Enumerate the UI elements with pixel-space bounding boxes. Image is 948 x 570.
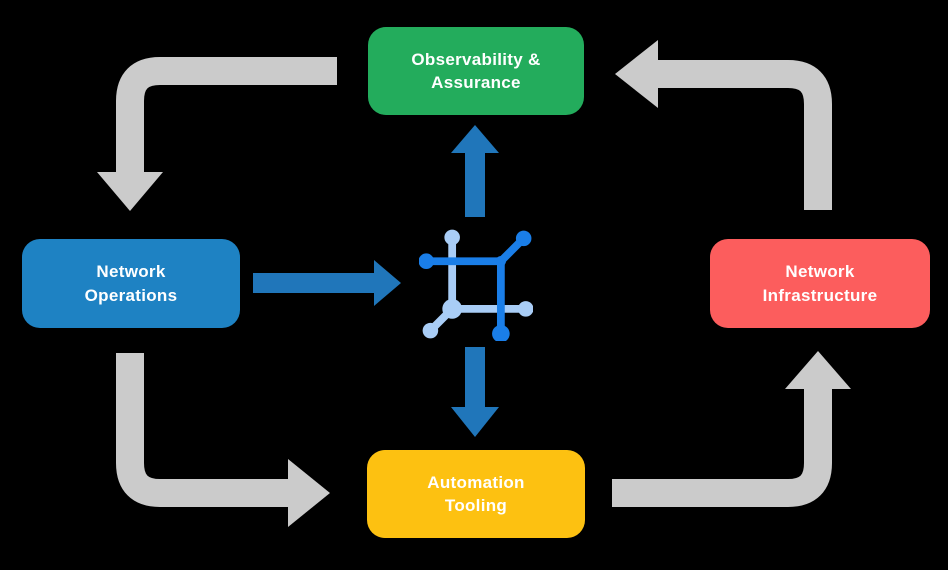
node-label-line: Infrastructure (762, 285, 878, 305)
node-network-operations: Network Operations (22, 239, 240, 328)
node-label-line: Network (96, 262, 166, 282)
arrow-operations-to-icon (253, 260, 401, 306)
node-automation-tooling: Automation Tooling (367, 450, 585, 538)
node-network-infrastructure: Network Infrastructure (710, 239, 930, 328)
node-label-line: Automation (427, 472, 525, 492)
mesh-light-branches (422, 229, 533, 339)
node-label-line: Operations (84, 285, 178, 305)
node-label-line: Observability & (411, 49, 541, 69)
node-label-line: Network (785, 262, 855, 282)
node-label-line: Tooling (444, 496, 508, 515)
mesh-dark-branches (419, 230, 532, 341)
arrow-icon-to-automation (451, 347, 499, 437)
node-label-line: Assurance (431, 73, 521, 92)
arrow-infrastructure-to-observability (615, 40, 832, 210)
arrow-operations-to-automation (116, 353, 330, 527)
arrow-icon-to-observability (451, 125, 499, 217)
node-observability-assurance: Observability & Assurance (368, 27, 584, 115)
arrow-observability-to-operations (97, 57, 337, 211)
network-mesh-icon (419, 229, 533, 341)
arrow-automation-to-infrastructure (612, 351, 851, 507)
